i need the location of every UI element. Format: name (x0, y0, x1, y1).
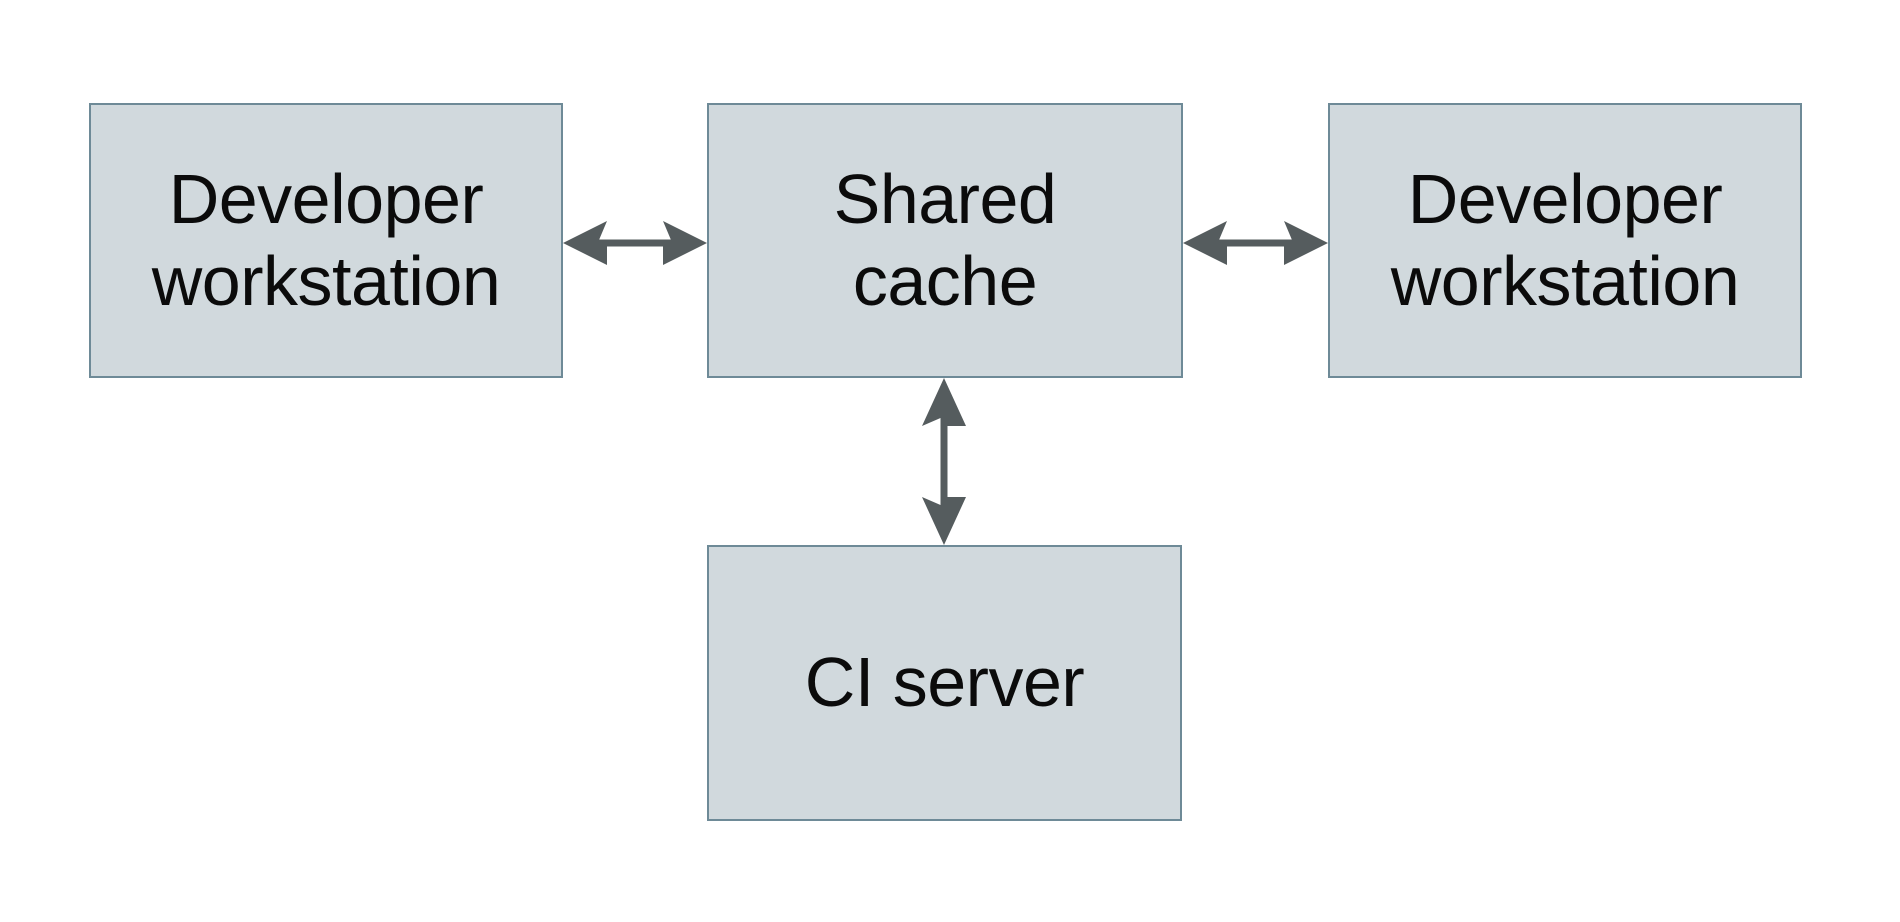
node-label: CI server (804, 643, 1085, 722)
edge-left-workstation-to-cache-bidirectional-arrow (563, 212, 707, 274)
arrowhead-right-icon (1284, 221, 1328, 265)
edge-cache-to-right-workstation-bidirectional-arrow (1183, 212, 1328, 274)
arrowhead-left-icon (1183, 221, 1227, 265)
arrow-shaft (599, 239, 671, 247)
arrow-shaft (1219, 239, 1292, 247)
arrow-shaft (940, 418, 948, 505)
arrowhead-up-icon (922, 378, 966, 426)
arrowhead-left-icon (563, 221, 607, 265)
node-developer-workstation-left[interactable]: Developer workstation (89, 103, 563, 378)
node-shared-cache[interactable]: Shared cache (707, 103, 1183, 378)
arrowhead-down-icon (922, 497, 966, 545)
node-label: Developer workstation (151, 159, 501, 320)
node-ci-server[interactable]: CI server (707, 545, 1182, 821)
node-developer-workstation-right[interactable]: Developer workstation (1328, 103, 1802, 378)
node-label: Shared cache (833, 159, 1057, 320)
node-label: Developer workstation (1390, 159, 1740, 320)
edge-cache-to-ci-server-bidirectional-arrow (913, 378, 975, 545)
arrowhead-right-icon (663, 221, 707, 265)
